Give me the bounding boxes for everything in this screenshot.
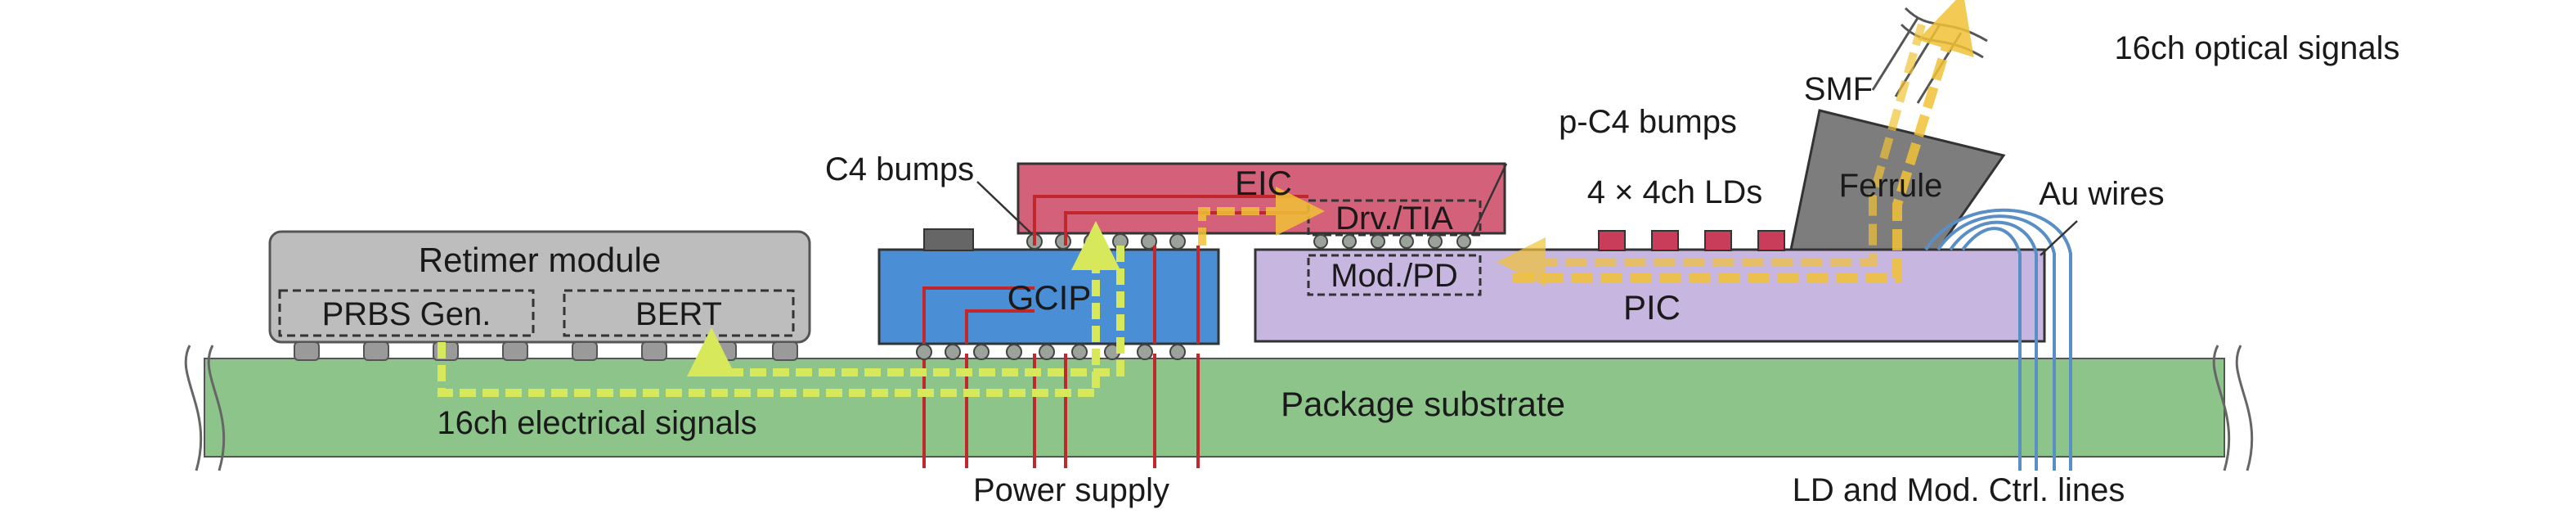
prbs-gen-label: PRBS Gen. (322, 296, 491, 332)
ctrl-lines-label: LD and Mod. Ctrl. lines (1793, 472, 2125, 508)
optical-signals-label: 16ch optical signals (2114, 30, 2399, 66)
bert-label: BERT (635, 296, 722, 332)
eic-label: EIC (1235, 164, 1292, 202)
gcip-top-pad (923, 228, 974, 251)
retimer-bumps (294, 341, 798, 361)
power-supply-label: Power supply (973, 472, 1169, 508)
optical-signal-path (1513, 0, 1974, 283)
p-c4-bumps-label: p-C4 bumps (1559, 104, 1737, 140)
prbs-gen-box (278, 289, 535, 337)
c4-bumps-label: C4 bumps (825, 151, 974, 187)
au-wires-label: Au wires (2039, 176, 2164, 212)
substrate-break-right (2212, 345, 2254, 471)
lds-label: 4 × 4ch LDs (1587, 174, 1763, 210)
gcip-internal-power-wiring (922, 195, 1308, 344)
c4-bumps (1026, 233, 1186, 250)
package-substrate-label: Package substrate (1281, 385, 1565, 423)
optical-signal-return (1497, 23, 1926, 286)
gcip-label: GCIP (1008, 278, 1092, 317)
drv-tia-signal (1198, 187, 1325, 246)
bert-box (563, 289, 795, 337)
p-c4-bumps-leader (1470, 163, 1508, 237)
retimer-module (268, 230, 811, 344)
ld-array (1598, 230, 1785, 251)
substrate-break-left (184, 345, 226, 471)
retimer-module-label: Retimer module (419, 241, 661, 279)
gcip-bottom-bumps (916, 344, 1186, 360)
electrical-signal-return (687, 246, 1124, 376)
drv-tia-label: Drv./TIA (1335, 201, 1453, 237)
ferrule-label: Ferrule (1839, 168, 1943, 204)
mod-pd-label: Mod./PD (1331, 258, 1458, 294)
c4-bumps-leader (976, 181, 1033, 235)
electrical-signals-label: 16ch electrical signals (437, 405, 756, 441)
p-c4-bumps (1313, 234, 1471, 249)
au-wires-leader (2040, 220, 2078, 256)
gcip-chip (877, 248, 1220, 345)
smf-label: SMF (1804, 71, 1873, 107)
electrical-signal-path (438, 221, 1120, 397)
package-substrate (204, 358, 2225, 458)
mod-pd-box (1307, 254, 1482, 296)
pic-label: PIC (1623, 288, 1681, 327)
